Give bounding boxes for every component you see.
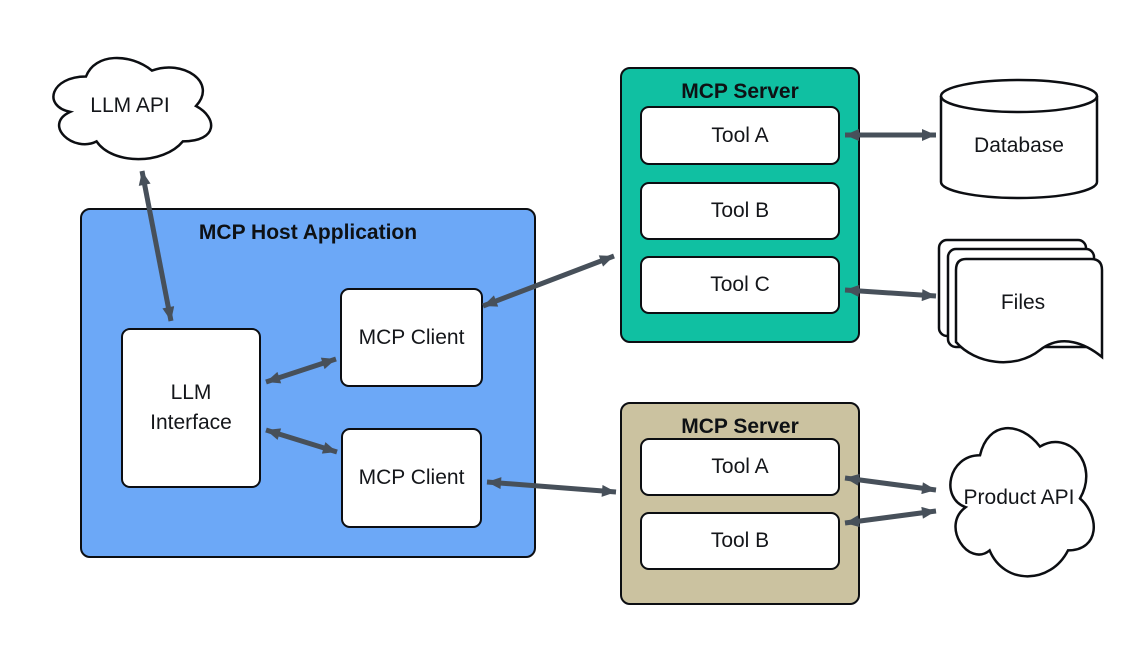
mcp-client-2-node: MCP Client — [341, 428, 482, 528]
llm-api-label: LLM API — [90, 94, 170, 117]
llm-interface-label-line1: LLM — [170, 381, 212, 404]
server1-tool-a-label: Tool A — [711, 123, 769, 147]
llm-interface-label: LLM Interface — [150, 378, 232, 438]
server2-tool-a-node: Tool A — [640, 438, 840, 496]
mcp-client-1-label: MCP Client — [358, 325, 465, 349]
server2-tool-b-label: Tool B — [710, 529, 770, 552]
mcp-server-2-box: MCP Server — [620, 402, 860, 605]
server1-tool-b-label: Tool B — [710, 199, 770, 222]
server1-tool-c-node: Tool C — [640, 256, 840, 314]
server1-tool-a-node: Tool A — [640, 106, 840, 165]
llm-interface-label-line2: Interface — [150, 411, 232, 434]
server2-tool-b-node: Tool B — [640, 512, 840, 570]
mcp-host-application-title: MCP Host Application — [198, 221, 418, 244]
llm-interface-node: LLM Interface — [121, 328, 261, 488]
database-label: Database — [974, 134, 1064, 157]
server1-tool-b-node: Tool B — [640, 182, 840, 240]
mcp-server-1-title: MCP Server — [681, 80, 799, 103]
mcp-server-2-title: MCP Server — [681, 415, 799, 438]
server2-tool-a-label: Tool A — [711, 455, 769, 478]
product-api-label: Product API — [963, 486, 1075, 509]
files-label: Files — [1000, 291, 1046, 314]
mcp-client-2-label: MCP Client — [358, 466, 465, 489]
mcp-client-1-node: MCP Client — [340, 288, 483, 387]
server1-tool-c-label: Tool C — [710, 273, 770, 296]
